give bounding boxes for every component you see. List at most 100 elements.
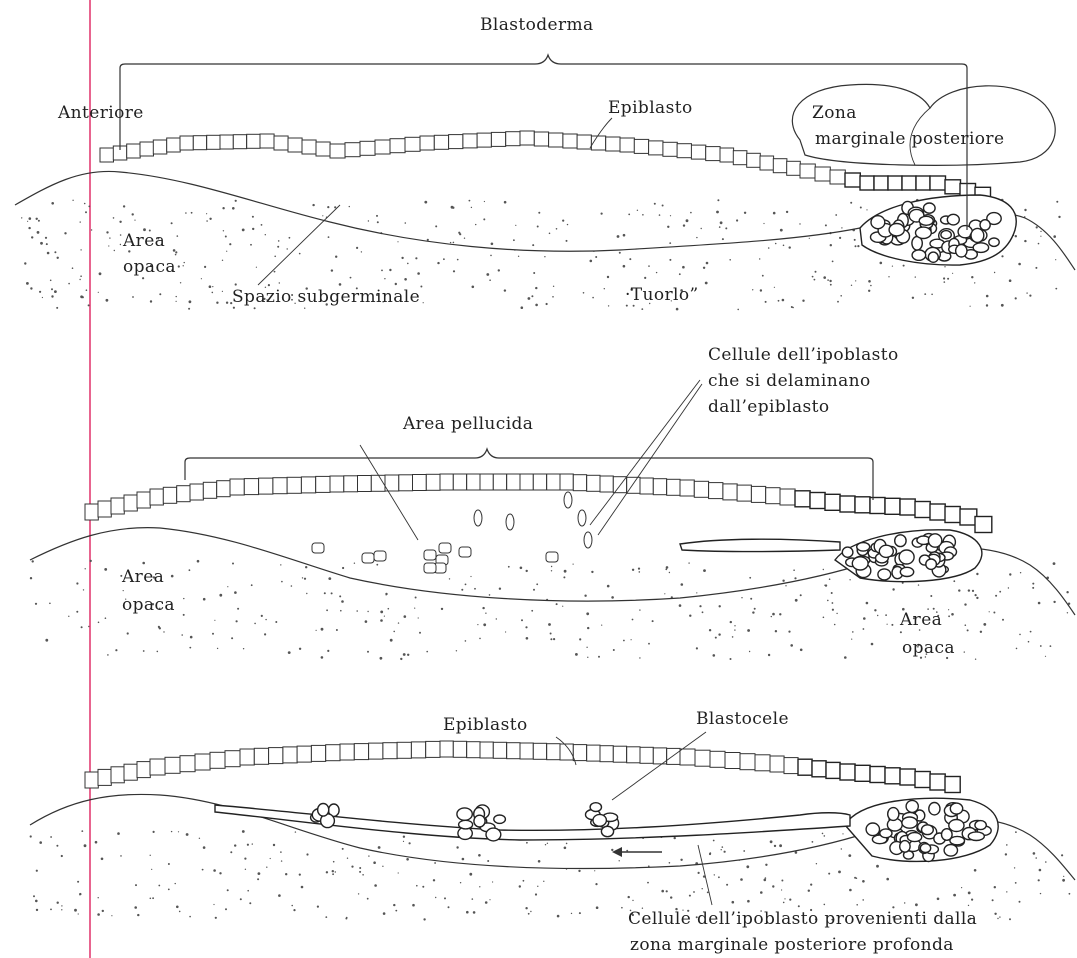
- yolk-dot: [1038, 243, 1040, 245]
- yolk-dot: [862, 880, 865, 883]
- epiblast-cell: [587, 745, 600, 761]
- yolk-dot: [256, 267, 257, 268]
- yolk-dot: [830, 284, 832, 286]
- epiblast-cell: [440, 474, 453, 490]
- yolk-dot: [887, 624, 888, 625]
- arrow-head: [612, 847, 622, 857]
- yolk-dot: [849, 889, 852, 892]
- yolk-dot: [176, 301, 177, 302]
- epiblast-cell: [695, 750, 710, 766]
- yolk-dot: [608, 305, 609, 306]
- yolk-dot: [287, 248, 288, 249]
- label-cellule-2b: che si delaminano: [708, 371, 871, 391]
- yolk-dot: [132, 296, 134, 298]
- yolk-dot: [705, 282, 708, 285]
- label-cellule-3a: Cellule dell’ipoblasto provenienti dalla: [628, 909, 977, 929]
- yolk-dot: [404, 615, 407, 618]
- yolk-dot: [1032, 587, 1034, 589]
- yolk-dot: [321, 656, 324, 659]
- yolk-dot: [696, 237, 697, 238]
- yolk-dot: [824, 835, 826, 837]
- yolk-dot: [583, 292, 585, 294]
- yolk-dot: [947, 278, 949, 280]
- yolk-dot: [535, 304, 538, 307]
- yolk-dot: [68, 283, 70, 285]
- yolk-dot: [832, 261, 834, 263]
- epiblast-cell: [345, 143, 360, 157]
- yolk-dot: [159, 627, 161, 629]
- epiblast-cell: [311, 745, 325, 761]
- epiblast-cell: [600, 476, 613, 492]
- yolk-dot: [367, 651, 369, 653]
- yolk-dot: [42, 297, 43, 298]
- yolk-dot: [722, 238, 724, 240]
- yolk-dot: [972, 590, 974, 592]
- yolk-dot: [342, 567, 344, 569]
- yolk-dot: [526, 842, 528, 844]
- yolk-dot: [326, 871, 328, 873]
- epiblast-cell: [180, 136, 193, 150]
- yolk-dot: [456, 846, 458, 848]
- yolk-dot: [734, 625, 735, 626]
- yolk-dot: [648, 643, 650, 645]
- yolk-dot: [433, 879, 435, 881]
- yolk-dot: [790, 644, 793, 647]
- yolk-dot: [252, 228, 254, 230]
- yolk-dot: [342, 848, 344, 850]
- yolk-dot: [492, 881, 493, 882]
- yolk-dot: [489, 279, 491, 281]
- yolk-dot: [778, 300, 780, 302]
- yolk-dot: [367, 898, 369, 900]
- epiblast-cell: [124, 764, 137, 780]
- yolk-dot: [662, 205, 664, 207]
- epiblast-cell: [390, 139, 405, 153]
- yolk-dot: [168, 889, 170, 891]
- yolk-dot: [904, 902, 905, 903]
- yolk-dot: [750, 598, 752, 600]
- yolk-dot: [299, 253, 301, 255]
- yolk-dot: [1009, 279, 1012, 282]
- hypoblast-cell: [424, 563, 436, 573]
- epiblast-cell: [795, 491, 810, 507]
- cluster-cell: [879, 545, 893, 557]
- yolk-dot: [664, 593, 665, 594]
- yolk-dot: [451, 206, 454, 209]
- epiblast-cell: [874, 176, 888, 190]
- epiblast-cell: [812, 761, 826, 777]
- yolk-dot: [231, 637, 233, 639]
- yolk-dot: [109, 237, 110, 238]
- yolk-dot: [809, 238, 810, 239]
- yolk-dot: [249, 902, 251, 904]
- yolk-dot: [1015, 831, 1017, 833]
- yolk-dot: [513, 239, 515, 241]
- epiblast-cell: [477, 133, 491, 147]
- label-cellule-3b: zona marginale posteriore profonda: [630, 935, 954, 955]
- yolk-dot: [108, 245, 109, 246]
- yolk-dot: [153, 831, 155, 833]
- yolk-dot: [740, 878, 743, 881]
- yolk-dot: [50, 909, 52, 911]
- yolk-dot: [638, 568, 640, 570]
- yolk-dot: [551, 570, 552, 571]
- yolk-dot: [393, 904, 395, 906]
- pointer-cellule-2b: [598, 384, 702, 535]
- epiblast-cell: [885, 768, 900, 784]
- yolk-dot: [54, 290, 57, 293]
- yolk-dot: [281, 860, 282, 861]
- yolk-dot: [213, 869, 216, 872]
- yolk-dot: [1024, 240, 1026, 242]
- yolk-dot: [213, 904, 214, 905]
- yolk-dot: [477, 624, 478, 625]
- yolk-dot: [332, 870, 334, 872]
- epiblast-cell: [150, 759, 165, 775]
- yolk-dot: [158, 885, 160, 887]
- loose-hypoblast-cells: [312, 492, 592, 573]
- yolk-dot: [358, 893, 359, 894]
- yolk-dot: [299, 648, 301, 650]
- yolk-dot: [619, 252, 621, 254]
- yolk-dot: [816, 863, 817, 864]
- yolk-dot: [571, 913, 572, 914]
- yolk-dot: [326, 609, 328, 611]
- epiblast-cell: [725, 753, 740, 769]
- yolk-dot: [486, 273, 489, 276]
